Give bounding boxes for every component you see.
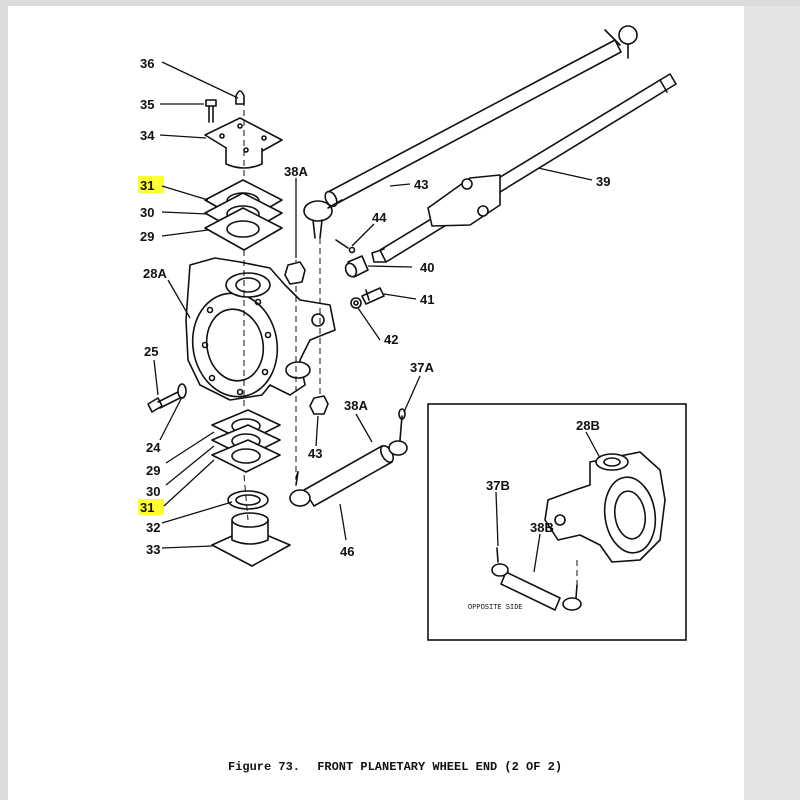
castle-nut-43 [309, 395, 329, 415]
highlight-31-top [138, 176, 164, 193]
shim-stack-lower [211, 409, 281, 473]
inset-note: OPPOSITE SIDE [468, 604, 523, 612]
castle-nut [284, 261, 306, 285]
callout-24: 24 [146, 440, 161, 455]
nut-42 [350, 297, 362, 309]
bolt-41 [361, 287, 385, 305]
cap-33 [211, 512, 291, 567]
screw-35 [205, 99, 217, 123]
callout-32: 32 [146, 520, 160, 535]
tie-rod-38a-lower [289, 408, 408, 507]
callout-29-bottom: 29 [146, 463, 160, 478]
document-page [8, 6, 744, 800]
callout-30-top: 30 [140, 205, 154, 220]
bolt-25 [147, 391, 181, 413]
callout-43-top: 43 [414, 177, 428, 192]
cap-34 [204, 117, 283, 169]
callout-28b: 28B [576, 418, 600, 433]
callout-42: 42 [384, 332, 398, 347]
callout-34: 34 [140, 128, 155, 143]
callout-39: 39 [596, 174, 610, 189]
callout-43-bottom: 43 [308, 446, 322, 461]
bearing-32 [227, 490, 269, 510]
cotter-pin-44 [335, 239, 356, 254]
callout-31-top: 31 [140, 178, 154, 193]
callout-33: 33 [146, 542, 160, 557]
steering-knuckle-28a [185, 257, 336, 401]
washer-24 [177, 383, 187, 399]
callout-41: 41 [420, 292, 434, 307]
callout-37a: 37A [410, 360, 434, 375]
shim-stack-upper [204, 179, 283, 251]
callout-38b: 38B [530, 520, 554, 535]
callout-44: 44 [372, 210, 387, 225]
leader-lines [153, 61, 601, 573]
callout-31-bottom: 31 [140, 500, 154, 515]
page-margin [744, 6, 800, 800]
sleeve-40 [344, 255, 369, 278]
callout-36: 36 [140, 56, 154, 71]
yoke-assembly [427, 174, 501, 227]
tie-rod-43 [324, 25, 638, 208]
callout-38a-top: 38A [284, 164, 308, 179]
callout-37b: 37B [486, 478, 510, 493]
callout-40: 40 [420, 260, 434, 275]
figure-title: FRONT PLANETARY WHEEL END (2 OF 2) [317, 760, 563, 774]
figure-number: Figure 73. [227, 760, 300, 774]
callout-35: 35 [140, 97, 154, 112]
tie-rod-end-38a [303, 199, 343, 239]
highlight-31-bottom [138, 499, 164, 515]
inset-frame [427, 403, 687, 641]
callout-29-top: 29 [140, 229, 154, 244]
tie-rod-38b [491, 547, 582, 611]
figure-caption: Figure 73. FRONT PLANETARY WHEEL END (2 … [0, 760, 800, 774]
callout-28a: 28A [143, 266, 167, 281]
callout-30-bottom: 30 [146, 484, 160, 499]
callout-38a-mid: 38A [344, 398, 368, 413]
callout-25: 25 [144, 344, 158, 359]
callout-46: 46 [340, 544, 354, 559]
assembly-axis [243, 100, 249, 521]
steering-knuckle-28b [544, 451, 666, 563]
